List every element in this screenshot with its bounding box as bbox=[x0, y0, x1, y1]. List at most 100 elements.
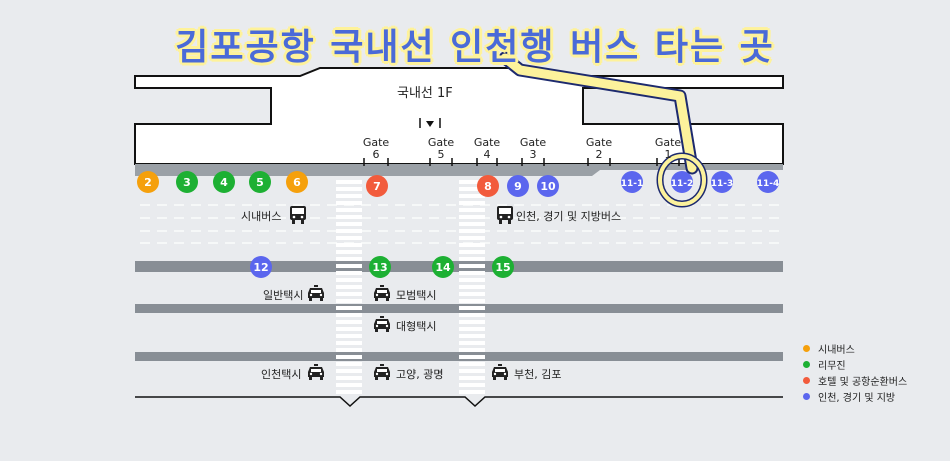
taxi-icon bbox=[372, 316, 392, 336]
bus-stop-marker bbox=[432, 256, 454, 278]
bus-stop-marker bbox=[176, 171, 198, 193]
taxi-icon bbox=[306, 285, 326, 305]
legend-swatch bbox=[803, 344, 810, 352]
bus-stop-number: 6 bbox=[293, 176, 301, 189]
bus-stop-number: 8 bbox=[484, 180, 492, 193]
taxi-icon bbox=[372, 285, 392, 305]
bus-stop-number: 7 bbox=[373, 180, 381, 193]
bus-stop-marker bbox=[250, 256, 272, 278]
crosswalk-stripe bbox=[336, 187, 362, 191]
crosswalk-stripe bbox=[336, 320, 362, 324]
gate-ticks bbox=[363, 158, 680, 166]
bus-stop-7: 7 bbox=[366, 175, 388, 197]
crosswalk-stripe bbox=[459, 355, 485, 359]
crosswalk-stripe bbox=[459, 201, 485, 205]
gate-label: Gate 5 bbox=[427, 136, 455, 161]
bus-stop-15: 15 bbox=[492, 256, 514, 278]
crosswalk-stripe bbox=[459, 369, 485, 373]
taxi-icon bbox=[490, 364, 510, 384]
crosswalk-stripe bbox=[459, 215, 485, 219]
crosswalk-stripe bbox=[459, 376, 485, 380]
crosswalk-stripe bbox=[336, 264, 362, 268]
legend-swatch bbox=[803, 376, 810, 384]
highlight-arrow-fill bbox=[500, 53, 697, 173]
crosswalk-stripe bbox=[459, 250, 485, 254]
crosswalk-stripe bbox=[459, 243, 485, 247]
bus-stop-marker bbox=[369, 256, 391, 278]
highlight-circle-fill bbox=[658, 154, 706, 206]
crosswalk-stripe bbox=[336, 285, 362, 289]
crosswalk-stripe bbox=[336, 257, 362, 261]
bus-stop-marker bbox=[711, 171, 733, 193]
bus-stop-number: 12 bbox=[253, 261, 268, 274]
gate-label: Gate 6 bbox=[362, 136, 390, 161]
crosswalk-stripe bbox=[336, 201, 362, 205]
crosswalk-stripe bbox=[336, 299, 362, 303]
bus-stop-11-2: 11-2 bbox=[671, 171, 693, 193]
crosswalk-stripe bbox=[336, 236, 362, 240]
bus-stop-marker bbox=[621, 171, 643, 193]
bus-stop-marker bbox=[137, 171, 159, 193]
bus-stop-9: 9 bbox=[507, 175, 529, 197]
bus-stop-11-4: 11-4 bbox=[757, 171, 779, 193]
deluxe-taxi-label: 모범택시 bbox=[396, 289, 437, 302]
crosswalk-stripe bbox=[459, 208, 485, 212]
legend-label: 인천, 경기 및 지방 bbox=[818, 392, 896, 404]
bus-stop-number: 5 bbox=[256, 176, 264, 189]
bus-stop-marker bbox=[757, 171, 779, 193]
bus-stop-2: 2 bbox=[137, 171, 159, 193]
crosswalk-stripe bbox=[336, 369, 362, 373]
bus-stop-marker bbox=[477, 175, 499, 197]
crosswalk-stripe bbox=[336, 376, 362, 380]
bus-stop-5: 5 bbox=[249, 171, 271, 193]
bus-stop-marker bbox=[671, 171, 693, 193]
crosswalk-stripe bbox=[336, 334, 362, 338]
legend-label: 시내버스 bbox=[818, 344, 855, 356]
crosswalk-stripe bbox=[459, 320, 485, 324]
crosswalk-stripe bbox=[459, 264, 485, 268]
crosswalk-stripe bbox=[336, 306, 362, 310]
legend-item: 시내버스 bbox=[803, 340, 907, 356]
bus-stop-marker bbox=[492, 256, 514, 278]
bus-stop-number: 11-3 bbox=[711, 179, 734, 189]
crosswalk-stripe bbox=[336, 313, 362, 317]
legend-item: 인천, 경기 및 지방 bbox=[803, 388, 907, 404]
legend-item: 호텔 및 공항순환버스 bbox=[803, 372, 907, 388]
crosswalk-stripe bbox=[459, 271, 485, 275]
crosswalk-stripe bbox=[336, 341, 362, 345]
bus-stop-number: 2 bbox=[144, 176, 152, 189]
crosswalk-stripe bbox=[459, 362, 485, 366]
bus-stop-marker bbox=[366, 175, 388, 197]
crosswalk-stripe bbox=[459, 383, 485, 387]
crosswalk-stripe bbox=[459, 285, 485, 289]
bus-stop-marker bbox=[213, 171, 235, 193]
crosswalk-stripe bbox=[459, 229, 485, 233]
crosswalk-stripe bbox=[459, 341, 485, 345]
crosswalk-stripe bbox=[336, 362, 362, 366]
legend-swatch bbox=[803, 392, 810, 400]
crosswalk-stripe bbox=[336, 278, 362, 282]
terminal-label: 국내선 1F bbox=[397, 86, 453, 101]
crosswalk-stripe bbox=[459, 306, 485, 310]
bus-stop-marker bbox=[286, 171, 308, 193]
crosswalk-stripe bbox=[459, 299, 485, 303]
crosswalk-stripe bbox=[336, 355, 362, 359]
crosswalk-stripe bbox=[459, 327, 485, 331]
bus-stop-10: 10 bbox=[537, 175, 559, 197]
legend-swatch bbox=[803, 360, 810, 368]
bus-stop-number: 10 bbox=[540, 180, 556, 193]
incheon-bus-label: 인천, 경기 및 지방버스 bbox=[516, 210, 622, 223]
crosswalk-stripe bbox=[336, 215, 362, 219]
crosswalk-stripe bbox=[336, 250, 362, 254]
bottom-boundary bbox=[135, 396, 783, 408]
bus-stop-number: 4 bbox=[220, 176, 228, 189]
bus-stop-number: 9 bbox=[514, 180, 522, 193]
crosswalk-stripe bbox=[336, 243, 362, 247]
crosswalk-stripe bbox=[459, 187, 485, 191]
large-taxi-label: 대형택시 bbox=[396, 320, 437, 333]
bus-stop-marker bbox=[507, 175, 529, 197]
bus-stop-11-3: 11-3 bbox=[711, 171, 734, 193]
crosswalk-stripe bbox=[336, 208, 362, 212]
